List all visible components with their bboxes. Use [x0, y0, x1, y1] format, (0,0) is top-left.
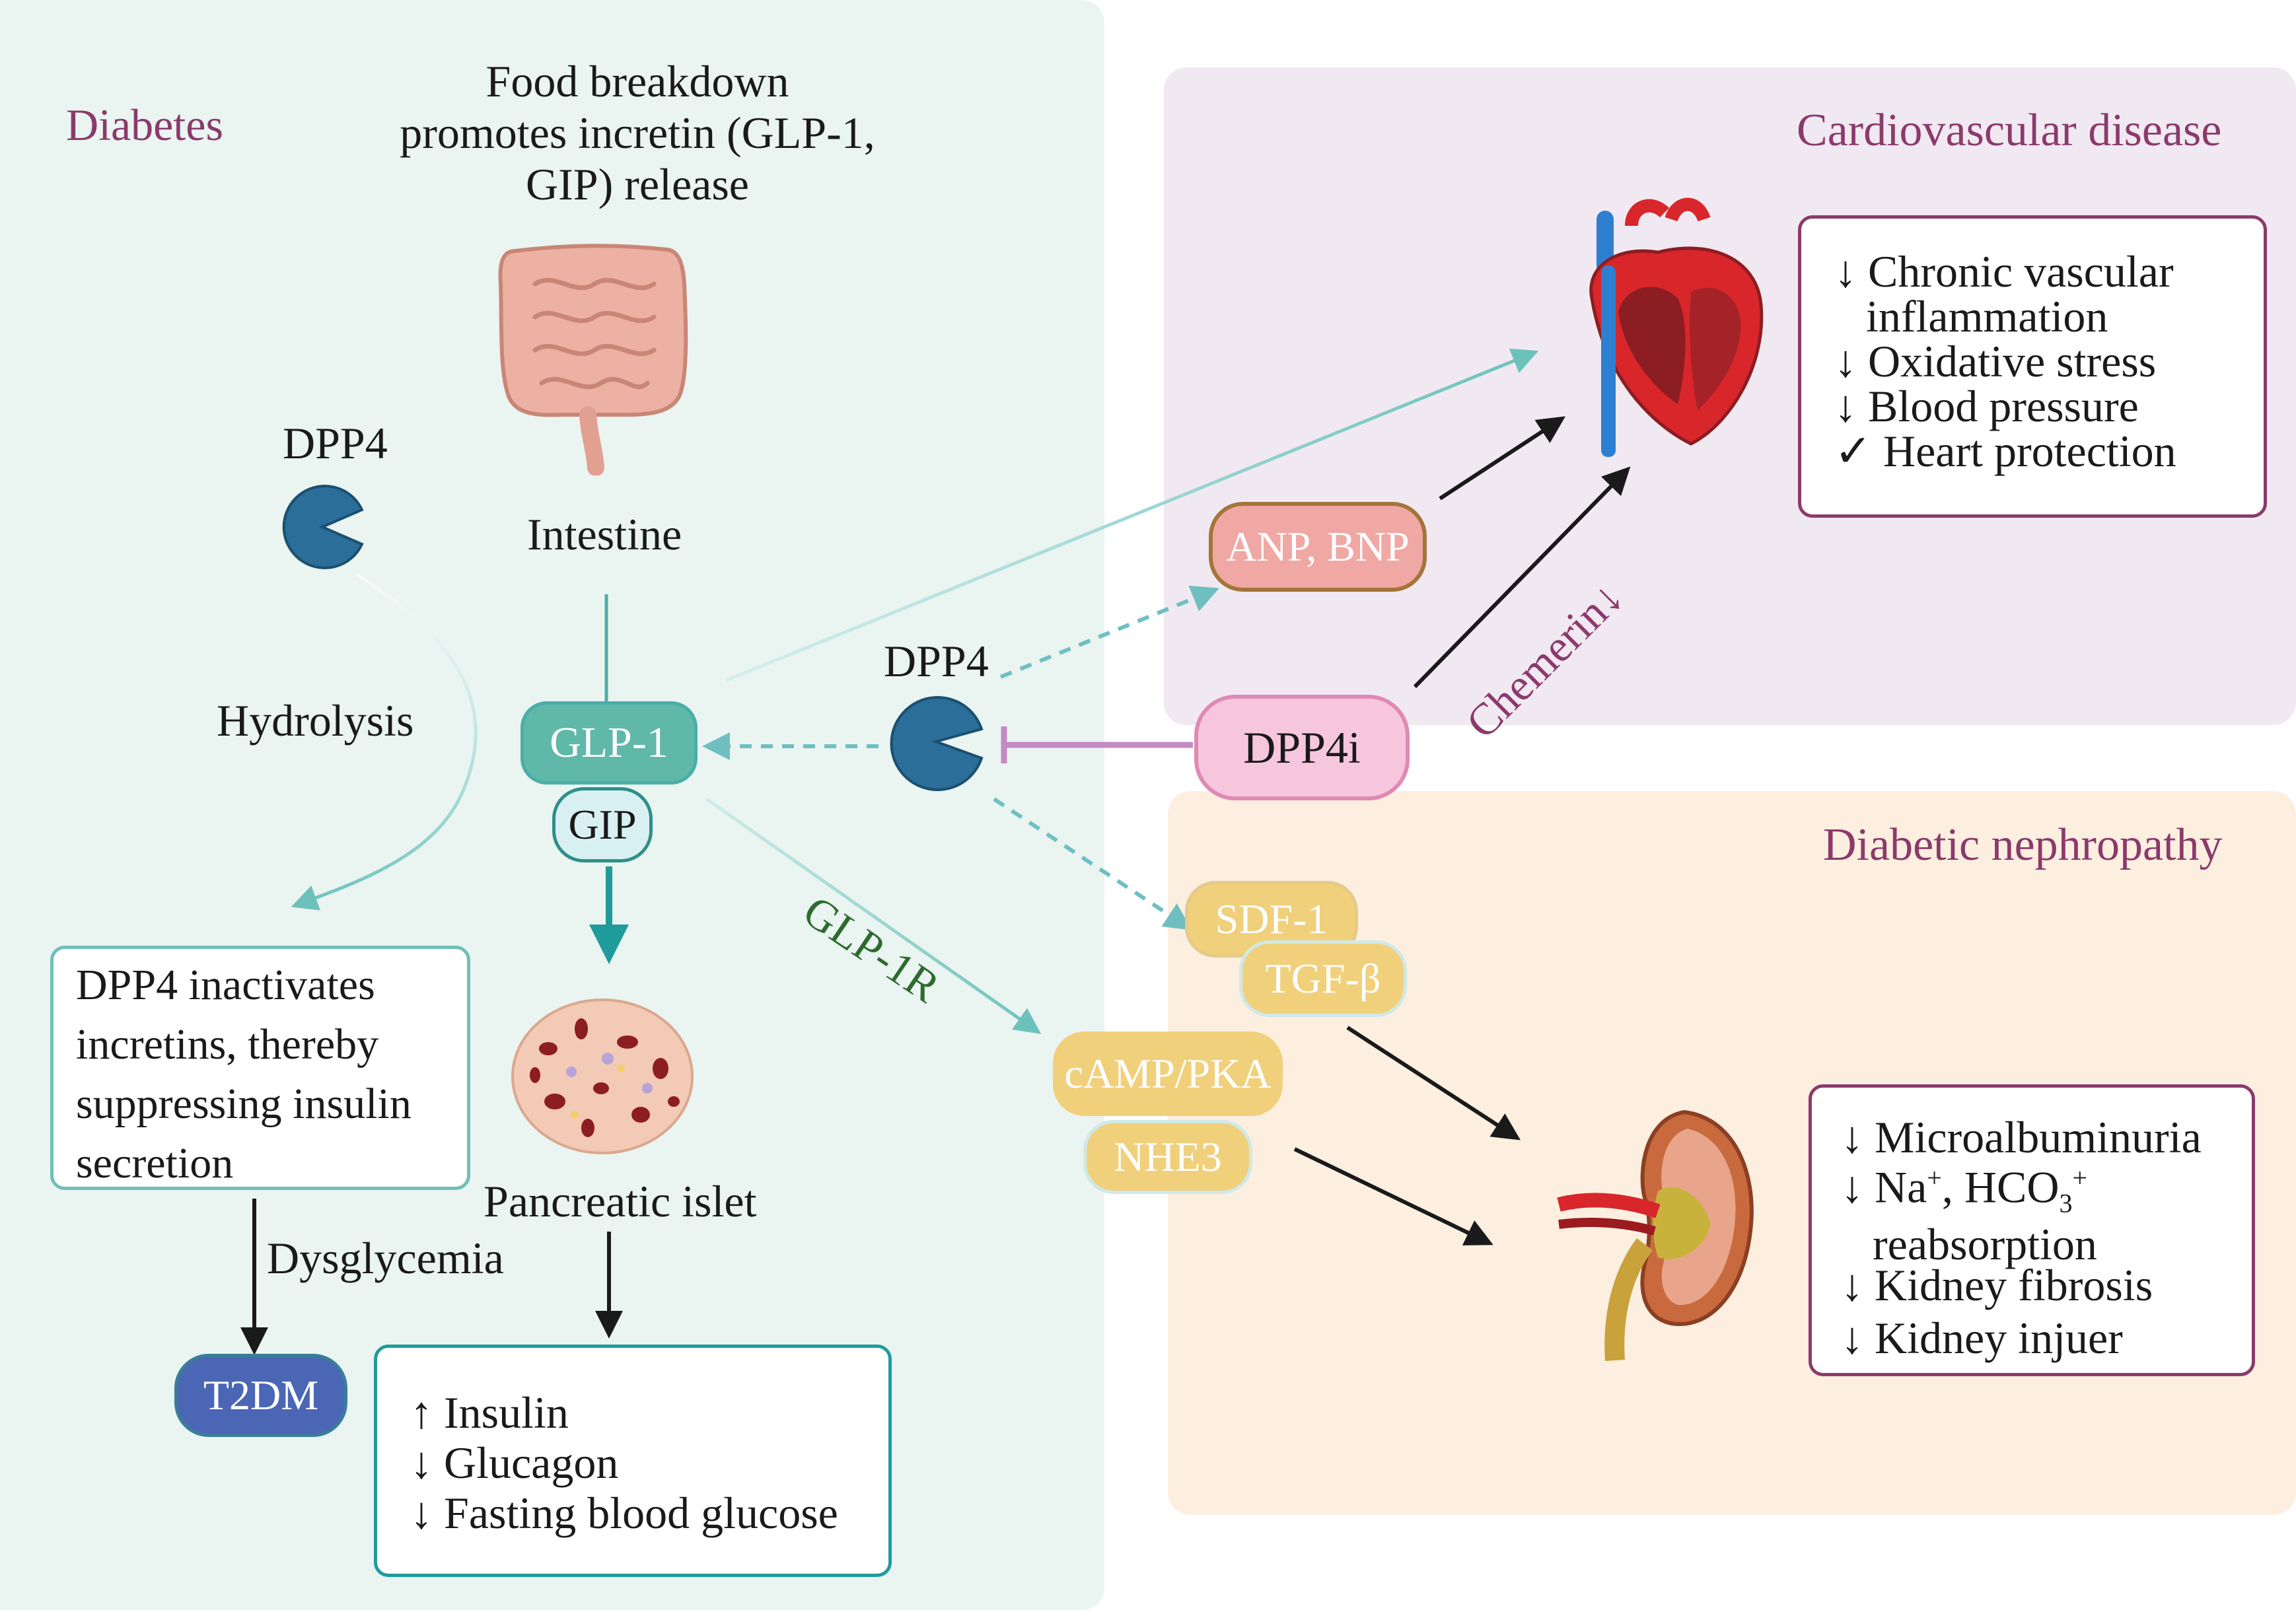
dpp4-center-pacman-icon	[890, 696, 984, 791]
dpp4-left-label: DPP4	[283, 418, 388, 468]
dpp4-inactivates-box: DPP4 inactivates incretins, thereby supp…	[50, 946, 470, 1190]
cardiovascular-title: Cardiovascular disease	[1797, 105, 2222, 156]
gip-pill: GIP	[552, 787, 653, 862]
hydrolysis-label: Hydrolysis	[217, 695, 414, 746]
intestine-label: Intestine	[527, 509, 682, 559]
dysglycemia-label: Dysglycemia	[267, 1233, 504, 1283]
na-hco3-line: ↓ Na+, HCO3+	[1841, 1162, 2087, 1218]
camp-pka-pill: cAMP/PKA	[1053, 1032, 1283, 1116]
intestine-icon	[498, 244, 688, 475]
anp-bnp-pill: ANP, BNP	[1209, 502, 1427, 592]
kidney-effects-box: ↓ Microalbuminuria ↓ Na+, HCO3+ reabsorp…	[1809, 1084, 2255, 1376]
pancreatic-islet-icon	[511, 998, 694, 1154]
heart-icon	[1589, 197, 1764, 457]
dpp4-center-label: DPP4	[884, 636, 989, 686]
kidney-icon	[1557, 1109, 1754, 1361]
food-breakdown-label: Food breakdown promotes incretin (GLP-1,…	[400, 56, 875, 209]
diabetes-title: Diabetes	[66, 100, 223, 150]
t2dm-pill: T2DM	[174, 1354, 347, 1437]
nhe3-pill: NHE3	[1083, 1120, 1252, 1194]
pancreatic-islet-label: Pancreatic islet	[484, 1176, 757, 1226]
dpp4-pacman-icon	[282, 485, 364, 569]
nephropathy-title: Diabetic nephropathy	[1823, 820, 2223, 870]
insulin-effects-box: ↑ Insulin ↓ Glucagon ↓ Fasting blood glu…	[374, 1345, 892, 1577]
tgfb-pill: TGF-β	[1239, 940, 1407, 1017]
dpp4i-pill: DPP4i	[1194, 695, 1410, 800]
glp1-pill: GLP-1	[520, 701, 698, 785]
cardio-effects-box: ↓ Chronic vascular inflammation ↓ Oxidat…	[1798, 215, 2267, 518]
